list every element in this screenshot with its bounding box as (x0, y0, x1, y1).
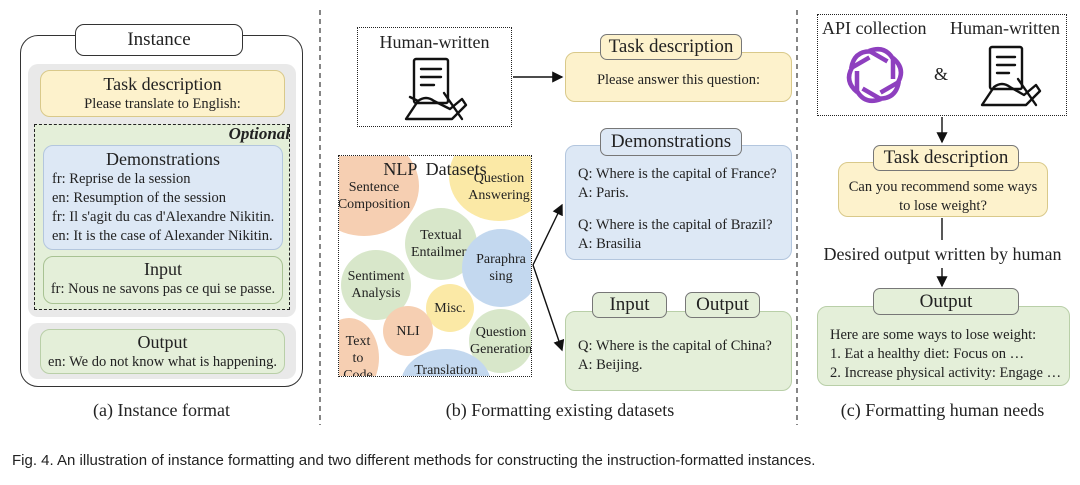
task-line-c-1: Can you recommend some ways (848, 179, 1038, 195)
human-written-label-c: Human-written (950, 18, 1060, 38)
nlp-datasets-title: NLP Datasets (383, 159, 487, 179)
caption-c: (c) Formatting human needs (840, 400, 1045, 420)
demo-line-b-1: Q: Where is the capital of France? (578, 166, 777, 182)
api-collection-label: API collection (822, 18, 927, 38)
task-description-text-a: Please translate to English: (84, 96, 241, 112)
ampersand: & (934, 64, 949, 84)
task-description-text-b: Please answer this question: (596, 72, 761, 88)
caption-a: (a) Instance format (93, 400, 230, 420)
output-line-c-1: Here are some ways to lose weight: (830, 327, 1037, 343)
output-line-c-3: 2. Increase physical activity: Engage … (830, 365, 1062, 381)
source-box-c (817, 14, 1067, 116)
human-written-box-b (357, 27, 512, 127)
desired-output-label: Desired output written by human (823, 244, 1062, 264)
demo-line-b-2: A: Paris. (578, 185, 629, 201)
circle-paraphrasing: Paraphra sing (462, 229, 531, 307)
demo-line-b-4: A: Brasilia (578, 236, 642, 252)
input-text-a: fr: Nous ne savons pas ce qui se passe. (50, 281, 276, 297)
io-line-b-1: Q: Where is the capital of China? (578, 338, 772, 354)
task-description-title-a: Task description (103, 74, 222, 94)
demonstrations-box-a: Demonstrations fr: Reprise de la session… (43, 145, 283, 250)
output-text-a: en: We do not know what is happening. (48, 354, 277, 370)
demonstrations-box-b: Q: Where is the capital of France? A: Pa… (565, 145, 792, 260)
figure-caption: Fig. 4. An illustration of instance form… (12, 452, 816, 469)
demo-line-a-2: en: Resumption of the session (52, 190, 226, 206)
circle-misc: Misc. (426, 284, 474, 332)
output-box-c: Here are some ways to lose weight: 1. Ea… (817, 306, 1070, 386)
output-box-a: Output en: We do not know what is happen… (40, 329, 285, 374)
task-description-tag-b: Task description (600, 34, 742, 60)
demonstrations-tag-b: Demonstrations (600, 128, 742, 156)
demo-line-a-4: en: It is the case of Alexander Nikitin. (52, 228, 273, 244)
output-tag-b: Output (685, 292, 760, 318)
output-line-c-2: 1. Eat a healthy diet: Focus on … (830, 346, 1025, 362)
demo-line-b-3: Q: Where is the capital of Brazil? (578, 217, 773, 233)
task-description-box-c: Can you recommend some ways to lose weig… (838, 162, 1048, 217)
io-line-b-2: A: Beijing. (578, 357, 643, 373)
demonstrations-title-a: Demonstrations (106, 149, 220, 169)
input-tag-b: Input (592, 292, 667, 318)
demo-line-a-3: fr: Il s'agit du cas d'Alexandre Nikitin… (52, 209, 275, 225)
task-line-c-2: to lose weight? (899, 198, 987, 214)
input-box-a: Input fr: Nous ne savons pas ce qui se p… (43, 256, 283, 304)
output-title-a: Output (137, 332, 188, 352)
circle-nli: NLI (383, 306, 433, 356)
io-box-b: Q: Where is the capital of China? A: Bei… (565, 311, 792, 391)
caption-b: (b) Formatting existing datasets (445, 400, 675, 420)
task-description-tag-c: Task description (873, 145, 1019, 171)
output-tag-c: Output (873, 288, 1019, 315)
nlp-datasets-box: Sentence Composition Question Answering … (338, 155, 532, 377)
instance-header: Instance (75, 24, 243, 56)
optional-label: Optional (228, 124, 290, 143)
demo-line-a-1: fr: Reprise de la session (52, 171, 191, 187)
input-title-a: Input (144, 259, 182, 279)
human-written-label-b: Human-written (379, 32, 490, 52)
task-description-box-a: Task description Please translate to Eng… (40, 70, 285, 117)
